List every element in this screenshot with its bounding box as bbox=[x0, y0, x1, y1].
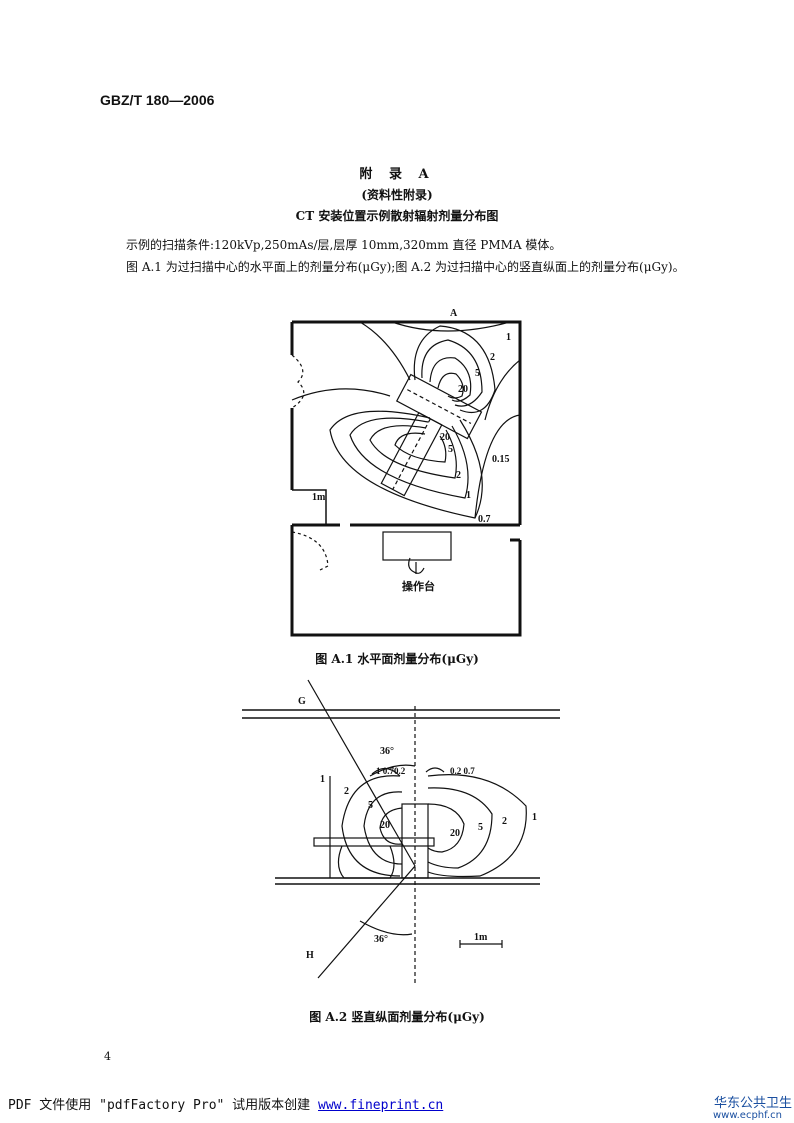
fig2-label-g: G bbox=[298, 696, 306, 707]
fig1-iso-label: 0.15 bbox=[492, 454, 510, 465]
fig2-angle-bottom: 36° bbox=[374, 934, 388, 945]
fig1-scale-label: 1m bbox=[312, 492, 326, 503]
fig2-right-label: 20 bbox=[450, 828, 460, 839]
fig2-right-label: 2 bbox=[502, 816, 507, 827]
fig2-label-h: H bbox=[306, 950, 314, 961]
pdf-footer-text: PDF 文件使用 "pdfFactory Pro" 试用版本创建 bbox=[8, 1098, 311, 1113]
figure-a2-caption: 图 A.2 竖直纵面剂量分布(μGy) bbox=[309, 1010, 485, 1024]
fig2-left-label: 1 bbox=[320, 774, 325, 785]
fig2-right-label: 5 bbox=[478, 822, 483, 833]
console-label: 操作台 bbox=[402, 579, 435, 593]
fig1-iso-label: 2 bbox=[456, 470, 461, 481]
fig2-scale-label: 1m bbox=[474, 932, 488, 943]
standard-number: GBZ/T 180—2006 bbox=[100, 92, 215, 108]
fig1-iso-label: 5 bbox=[448, 444, 453, 455]
fig2-left-top-labels: 1 0.70.2 bbox=[376, 766, 406, 776]
page-number: 4 bbox=[104, 1050, 111, 1063]
figure-a1-caption: 图 A.1 水平面剂量分布(μGy) bbox=[315, 652, 479, 666]
scan-conditions-paragraph: 示例的扫描条件:120kVp,250mAs/层,层厚 10mm,320mm 直径… bbox=[126, 238, 562, 252]
figure-a1-horizontal-dose: A 1 2 5 20 20 5 2 1 0.15 0.7 1m 操作台 bbox=[290, 308, 522, 637]
pdf-footer: PDF 文件使用 "pdfFactory Pro" 试用版本创建 www.fin… bbox=[8, 1094, 443, 1113]
fig2-right-top-labels: 0.2 0.7 bbox=[450, 766, 475, 776]
fig2-left-label: 2 bbox=[344, 786, 349, 797]
figure-description-paragraph: 图 A.1 为过扫描中心的水平面上的剂量分布(μGy);图 A.2 为过扫描中心… bbox=[126, 260, 685, 274]
fig2-left-label: 20 bbox=[380, 820, 390, 831]
fig1-iso-label: 1 bbox=[506, 332, 511, 343]
appendix-title: 附 录 A bbox=[359, 167, 435, 182]
fig1-iso-label: 2 bbox=[490, 352, 495, 363]
fig1-label-a: A bbox=[450, 308, 458, 319]
fineprint-link[interactable]: www.fineprint.cn bbox=[318, 1098, 444, 1113]
fig2-angle-top: 36° bbox=[380, 746, 394, 757]
fig1-iso-label: 20 bbox=[440, 432, 450, 443]
appendix-subtitle: (资料性附录) bbox=[361, 188, 433, 202]
fig2-left-label: 5 bbox=[368, 800, 373, 811]
fig2-right-label: 1 bbox=[532, 812, 537, 823]
appendix-heading: CT 安装位置示例散射辐射剂量分布图 bbox=[295, 209, 499, 223]
figure-a2-vertical-dose: G H 36° 36° 1 2 5 20 1 0.70.2 0.2 0.7 20… bbox=[242, 679, 560, 986]
fig1-iso-label: 0.7 bbox=[478, 514, 491, 525]
fig1-iso-label: 5 bbox=[475, 368, 480, 379]
fig1-iso-label: 1 bbox=[466, 490, 471, 501]
watermark-name: 华东公共卫生 bbox=[714, 1096, 793, 1111]
fig1-iso-label: 20 bbox=[458, 384, 468, 395]
watermark-url[interactable]: www.ecphf.cn bbox=[713, 1110, 782, 1121]
